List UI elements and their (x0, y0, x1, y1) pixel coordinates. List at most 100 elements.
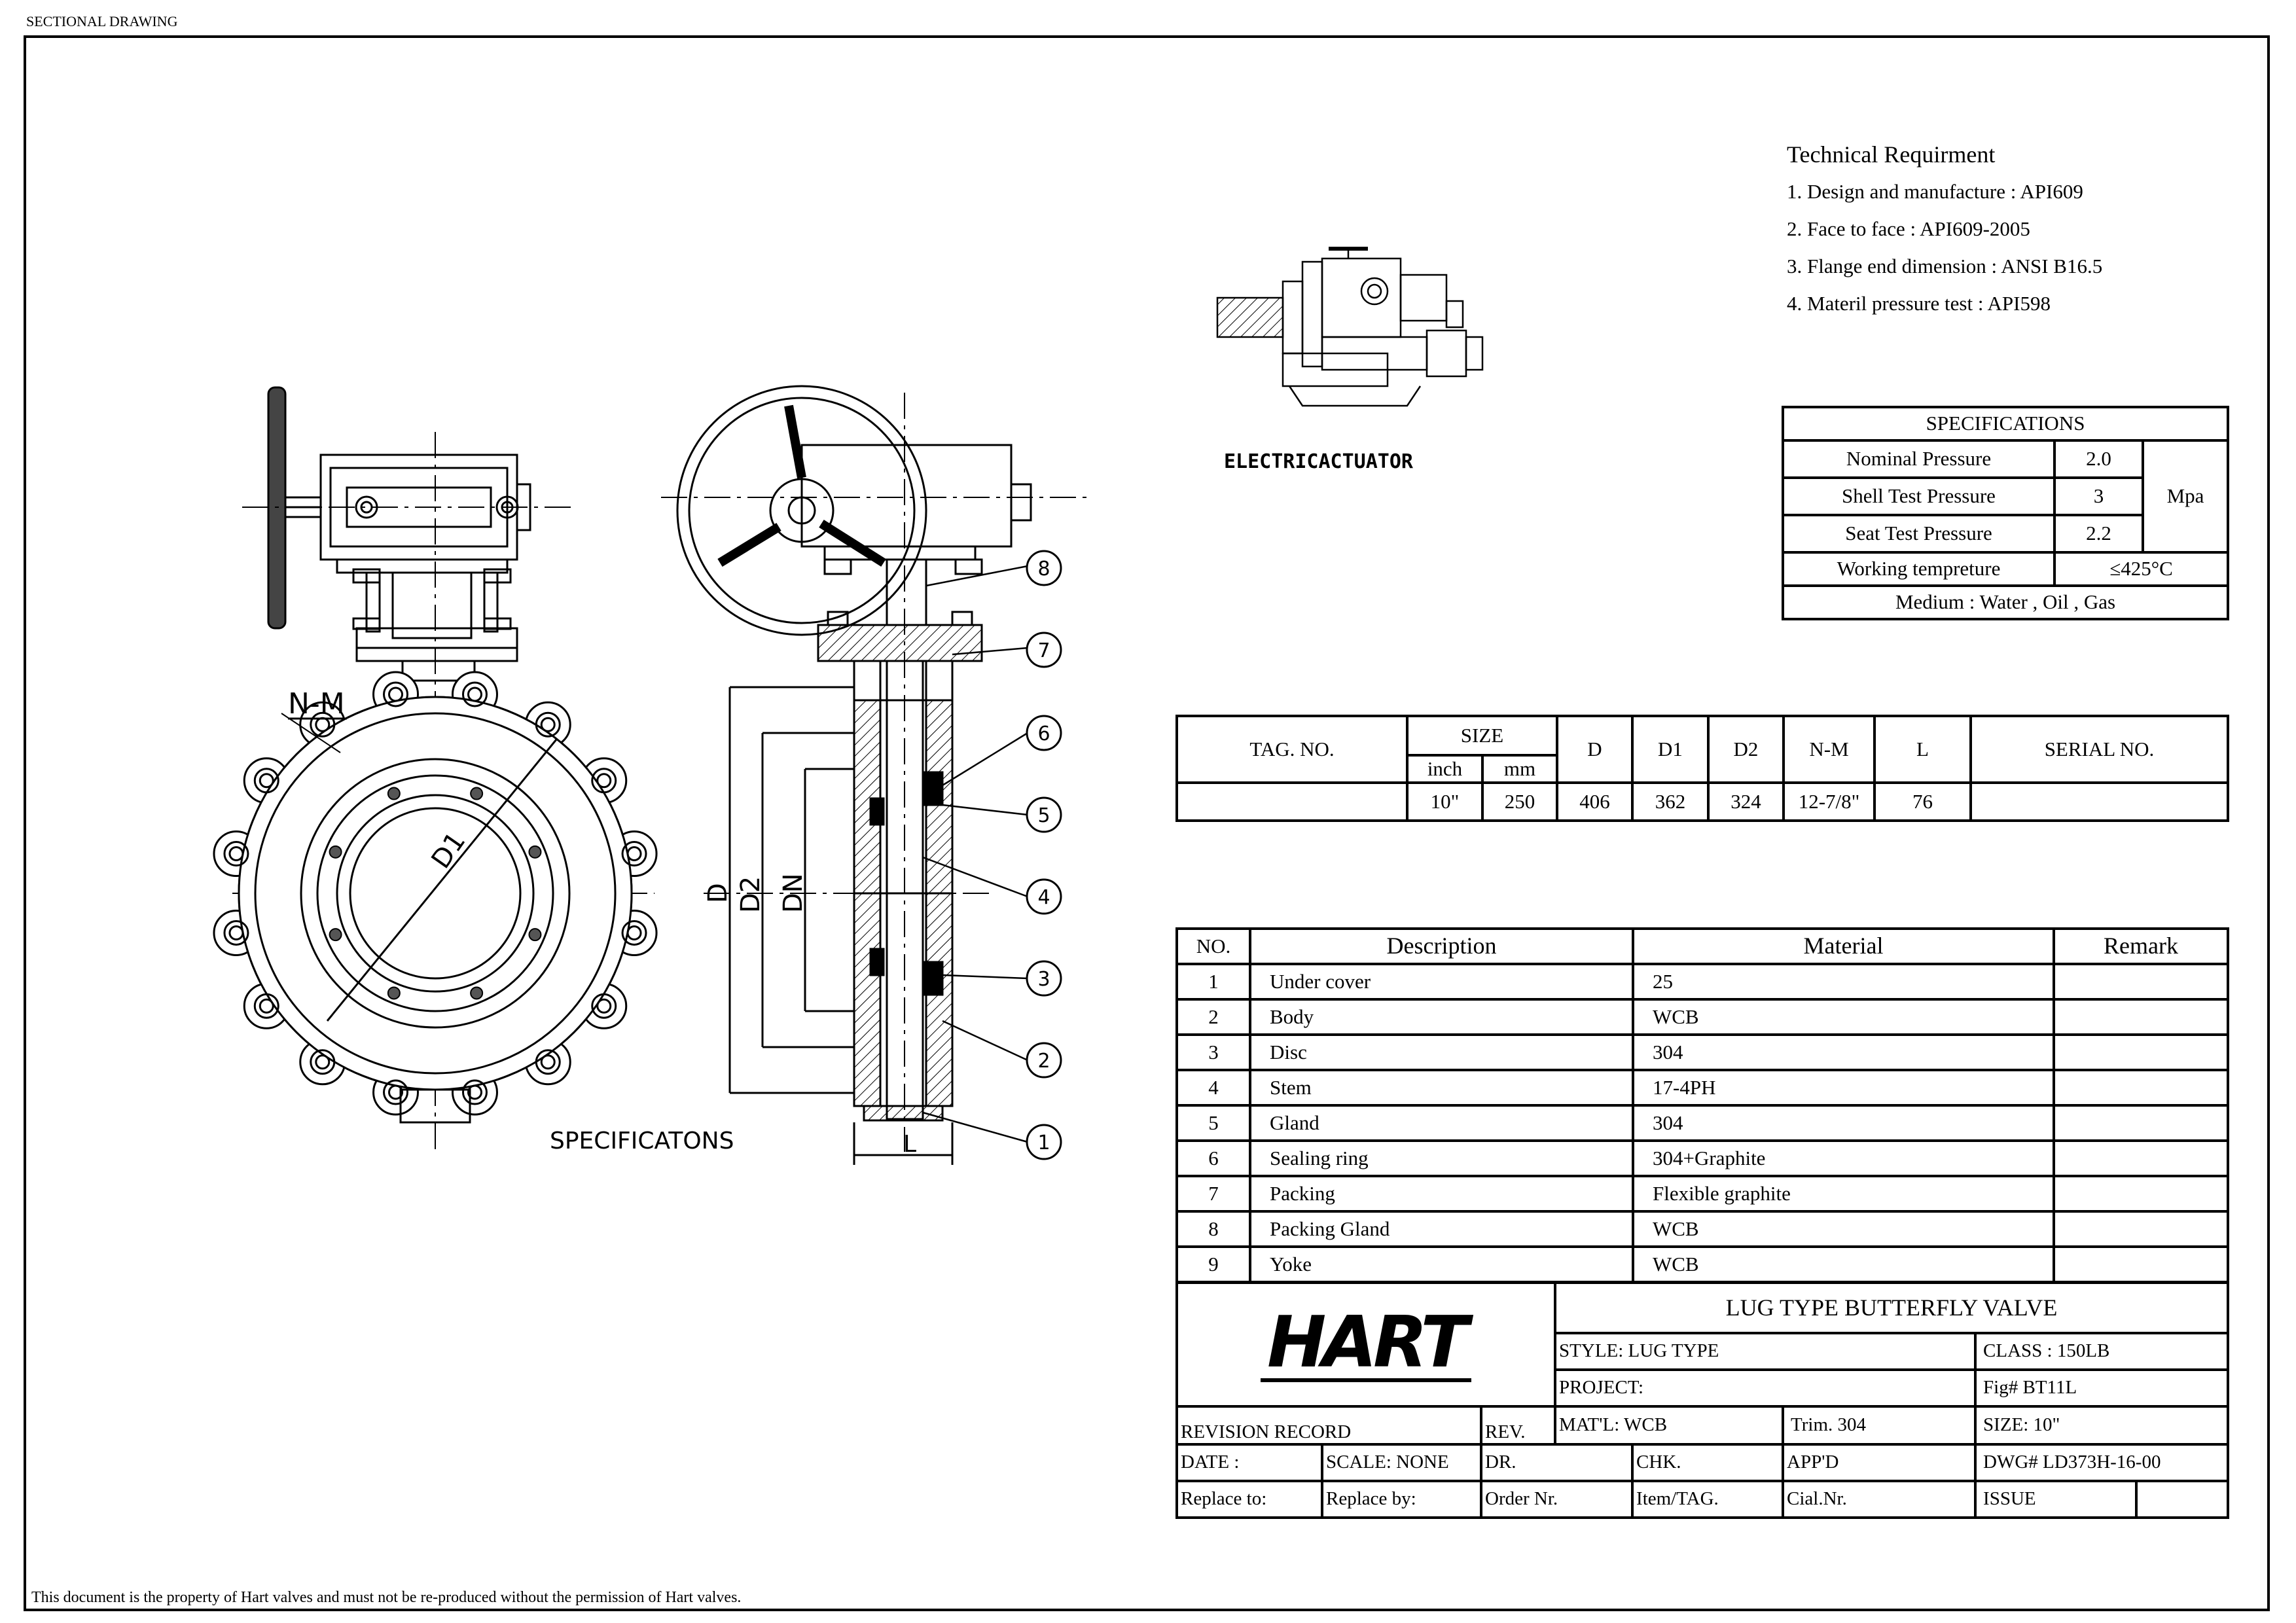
dwg-field: DWG# LD373H-16-00 (1974, 1443, 2230, 1482)
lug-bolt-hole-inner (626, 925, 642, 940)
part-material: 304 (1632, 1033, 2055, 1071)
spec-title: SPECIFICATIONS (1781, 406, 2230, 442)
lug-bolt-hole (461, 681, 488, 707)
part-description: Packing (1249, 1175, 1634, 1213)
nm-header: N-M (1782, 715, 1876, 784)
tr-item-4: 4. Materil pressure test : API598 (1787, 292, 2051, 315)
serial-no-value (1969, 781, 2229, 822)
l-header: L (1874, 715, 1972, 784)
part-remark (2053, 1139, 2229, 1177)
body-ring (336, 794, 535, 993)
drawing-frame (24, 35, 2270, 1611)
remark-header: Remark (2053, 927, 2229, 965)
inner-bolt-hole (387, 787, 401, 800)
inner-bolt-hole (387, 986, 401, 1000)
lug-bolt-hole-inner (626, 846, 642, 862)
lug-bolt-hole (223, 919, 249, 946)
part-material: WCB (1632, 1245, 2055, 1283)
replace-by-field: Replace by: (1321, 1480, 1482, 1519)
part-description: Stem (1249, 1069, 1634, 1107)
trim-field: Trim. 304 (1782, 1405, 1977, 1446)
part-material: WCB (1632, 1210, 2055, 1248)
project-field: PROJECT: (1554, 1368, 1977, 1408)
cial-nr-field: Cial.Nr. (1782, 1480, 1977, 1519)
spec-label: Seat Test Pressure (1782, 514, 2056, 554)
rev-field: REV. (1479, 1405, 1557, 1446)
callout-circle (1026, 960, 1062, 997)
lug-bolt-hole-inner (540, 717, 556, 732)
lug-bolt-hole (535, 711, 561, 738)
order-nr-field: Order Nr. (1479, 1480, 1634, 1519)
lug-bolt-hole (383, 681, 409, 707)
part-no: 5 (1175, 1104, 1251, 1142)
dr-field: DR. (1479, 1443, 1634, 1482)
lug-bolt-hole-inner (315, 1054, 331, 1070)
callout-number: 2 (1037, 1050, 1050, 1073)
tr-item-3: 3. Flange end dimension : ANSI B16.5 (1787, 255, 2103, 277)
part-material: Flexible graphite (1632, 1175, 2055, 1213)
serial-no-header: SERIAL NO. (1969, 715, 2229, 784)
class-field: CLASS : 150LB (1974, 1332, 2230, 1371)
lug-bolt-hole (253, 768, 279, 794)
drawing-title: LUG TYPE BUTTERFLY VALVE (1554, 1281, 2230, 1334)
part-no: 4 (1175, 1069, 1251, 1107)
sheet-header-label: SECTIONAL DRAWING (26, 13, 178, 29)
d2-label: D2 (736, 876, 766, 913)
inch-header: inch (1406, 754, 1484, 784)
callout-number: 3 (1037, 968, 1050, 991)
part-material: 304 (1632, 1104, 2055, 1142)
callout-number: 6 (1037, 722, 1050, 745)
inner-bolt-hole (329, 928, 342, 942)
callout-circle (1026, 796, 1062, 833)
callout-circle (1026, 715, 1062, 751)
working-temp-value: ≤425°C (2053, 551, 2230, 587)
material-field: MAT'L: WCB (1554, 1405, 1785, 1446)
part-no: 1 (1175, 963, 1251, 1001)
lug-bolt-hole-inner (467, 687, 482, 702)
mm-header: mm (1481, 754, 1558, 784)
part-material: 304+Graphite (1632, 1139, 2055, 1177)
part-material: 17-4PH (1632, 1069, 2055, 1107)
callout-number: 4 (1037, 886, 1050, 909)
lug-bolt-hole (621, 841, 647, 867)
inner-bolt-hole (470, 787, 484, 800)
part-remark (2053, 1210, 2229, 1248)
callout-number: 5 (1037, 804, 1050, 827)
lug-bolt-hole (591, 993, 617, 1019)
tr-item-2: 2. Face to face : API609-2005 (1787, 217, 2030, 240)
part-material: WCB (1632, 998, 2055, 1036)
callout-6: 6 (1026, 715, 1062, 751)
part-remark (2053, 1069, 2229, 1107)
lug-bolt-hole (223, 841, 249, 867)
d-label: D (703, 883, 733, 903)
issue-value (2135, 1480, 2230, 1519)
part-no: 8 (1175, 1210, 1251, 1248)
d2-header: D2 (1707, 715, 1785, 784)
inner-bolt-hole (470, 986, 484, 1000)
lug-bolt-hole-inner (596, 773, 612, 789)
side-section-view (676, 385, 1032, 1165)
part-no: 2 (1175, 998, 1251, 1036)
callout-4: 4 (1026, 878, 1062, 915)
lug-bolt-hole-inner (540, 1054, 556, 1070)
part-description: Body (1249, 998, 1634, 1036)
body-ring (316, 774, 554, 1012)
description-header: Description (1249, 927, 1634, 965)
property-notice: This document is the property of Hart va… (31, 1589, 742, 1606)
front-gearbox (267, 386, 531, 682)
appd-field: APP'D (1782, 1443, 1977, 1482)
inner-bolt-hole (528, 845, 542, 859)
d-value: 406 (1556, 781, 1634, 822)
part-description: Under cover (1249, 963, 1634, 1001)
lug-bolt-hole-inner (228, 846, 244, 862)
callout-number: 1 (1037, 1132, 1050, 1154)
tag-no-value (1175, 781, 1408, 822)
l-value: 76 (1873, 781, 1972, 822)
callout-5: 5 (1026, 796, 1062, 833)
tr-item-1: 1. Design and manufacture : API609 (1787, 180, 2083, 203)
